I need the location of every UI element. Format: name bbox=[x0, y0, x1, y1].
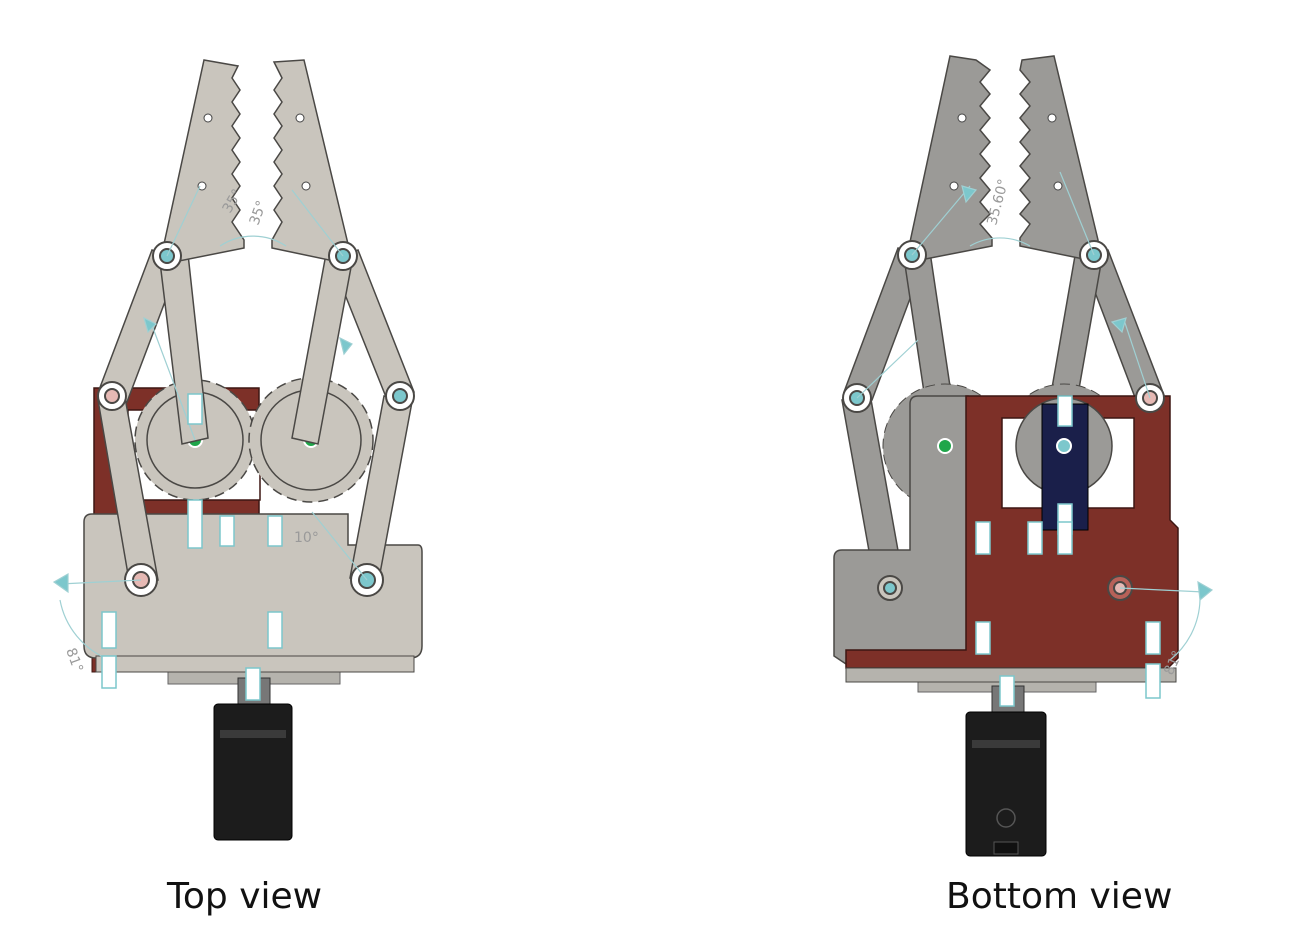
dimension-overlays bbox=[52, 185, 368, 661]
gray-block bbox=[833, 395, 969, 665]
dimension-overlays-bottom bbox=[856, 171, 1214, 661]
servo-motor bbox=[167, 671, 341, 841]
linkages bbox=[97, 248, 415, 587]
slot-markers bbox=[101, 393, 283, 701]
angle-label-d: 81° bbox=[62, 646, 86, 675]
caption-top-view: Top view bbox=[167, 876, 323, 917]
angle-label-b: 35° bbox=[247, 199, 271, 228]
slot-markers-bottom bbox=[975, 395, 1161, 707]
caption-bottom-view: Bottom view bbox=[946, 876, 1173, 917]
angle-label-bottom-a: 35.60° bbox=[984, 177, 1012, 227]
top-view-drawing: 35° 35° 10° 81° bbox=[52, 59, 423, 841]
angle-labels: 35° 35° 10° 81° bbox=[62, 186, 319, 674]
right-jaw bbox=[271, 59, 349, 265]
right-jaw-bottom bbox=[1018, 55, 1099, 263]
left-jaw bbox=[163, 59, 245, 265]
left-jaw-bottom bbox=[909, 55, 993, 263]
angle-label-c: 10° bbox=[294, 530, 319, 546]
bottom-view-drawing: 35.60° 81° bbox=[833, 55, 1214, 857]
